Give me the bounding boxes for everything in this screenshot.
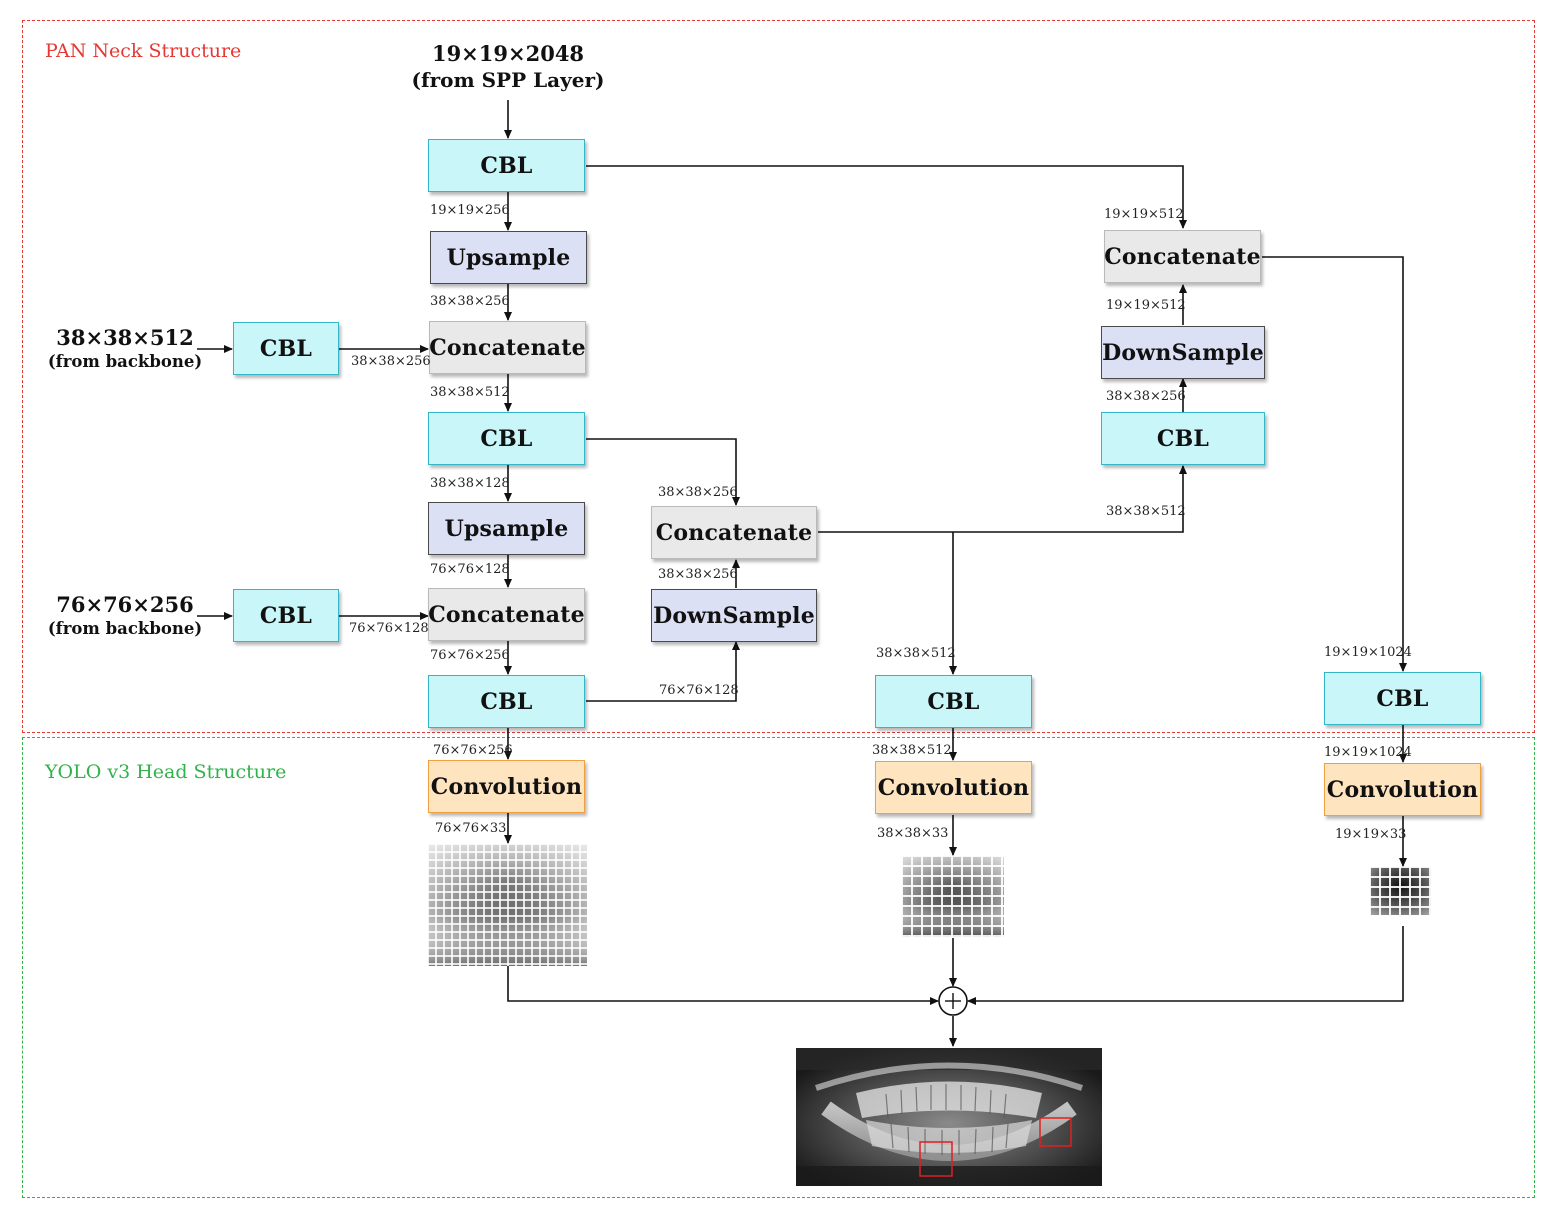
convolution-block: Convolution bbox=[428, 760, 585, 813]
input-backbone-76-source: (from backbone) bbox=[47, 619, 203, 639]
input-spp-source: (from SPP Layer) bbox=[411, 68, 605, 93]
dim-label: 19×19×1024 bbox=[1324, 745, 1412, 760]
pan-neck-region bbox=[22, 20, 1535, 733]
dental-xray-image bbox=[796, 1048, 1102, 1186]
feature-grid-image bbox=[902, 856, 1004, 937]
cbl-block: CBL bbox=[875, 675, 1032, 728]
dim-label: 19×19×256 bbox=[430, 203, 510, 218]
dim-label: 38×38×512 bbox=[430, 385, 510, 400]
cbl-block: CBL bbox=[1324, 672, 1481, 725]
concatenate-block: Concatenate bbox=[651, 506, 817, 559]
cbl-block: CBL bbox=[428, 139, 585, 192]
dim-label: 38×38×256 bbox=[1106, 389, 1186, 404]
dim-label: 76×76×256 bbox=[430, 648, 510, 663]
yolo-head-region bbox=[22, 737, 1535, 1198]
cbl-block: CBL bbox=[1101, 412, 1265, 465]
dim-label: 19×19×33 bbox=[1335, 827, 1407, 842]
dim-label: 76×76×128 bbox=[349, 621, 429, 636]
feature-grid-image bbox=[428, 844, 587, 966]
dim-label: 76×76×256 bbox=[433, 743, 513, 758]
concatenate-block: Concatenate bbox=[1104, 230, 1261, 283]
dim-label: 19×19×512 bbox=[1104, 207, 1184, 222]
dim-label: 76×76×128 bbox=[659, 683, 739, 698]
convolution-block: Convolution bbox=[1324, 763, 1481, 816]
yolo-head-title: YOLO v3 Head Structure bbox=[45, 761, 287, 783]
cbl-block: CBL bbox=[428, 675, 585, 728]
dim-label: 38×38×512 bbox=[876, 646, 956, 661]
concatenate-block: Concatenate bbox=[429, 321, 586, 374]
dim-label: 19×19×1024 bbox=[1324, 645, 1412, 660]
cbl-block: CBL bbox=[428, 412, 585, 465]
input-backbone-38-dims: 38×38×512 bbox=[56, 325, 194, 350]
input-backbone-38: 38×38×512 (from backbone) bbox=[40, 324, 210, 373]
dim-label: 76×76×33 bbox=[435, 821, 507, 836]
dim-label: 38×38×33 bbox=[877, 826, 949, 841]
upsample-block: Upsample bbox=[428, 502, 585, 555]
input-backbone-38-source: (from backbone) bbox=[47, 352, 203, 372]
input-backbone-76: 76×76×256 (from backbone) bbox=[40, 591, 210, 640]
downsample-block: DownSample bbox=[1101, 326, 1265, 379]
dim-label: 38×38×256 bbox=[658, 567, 738, 582]
dim-label: 38×38×512 bbox=[872, 743, 952, 758]
upsample-block: Upsample bbox=[430, 231, 587, 284]
dim-label: 38×38×256 bbox=[351, 354, 431, 369]
cbl-block: CBL bbox=[233, 589, 339, 642]
dim-label: 38×38×256 bbox=[658, 485, 738, 500]
dim-label: 38×38×512 bbox=[1106, 504, 1186, 519]
dim-label: 19×19×512 bbox=[1106, 298, 1186, 313]
input-spp-dims: 19×19×2048 bbox=[431, 41, 585, 66]
cbl-block: CBL bbox=[233, 322, 339, 375]
dim-label: 38×38×256 bbox=[430, 294, 510, 309]
input-spp: 19×19×2048 (from SPP Layer) bbox=[398, 40, 618, 93]
pan-neck-title: PAN Neck Structure bbox=[45, 40, 242, 62]
dim-label: 38×38×128 bbox=[430, 476, 510, 491]
sum-icon bbox=[938, 986, 968, 1016]
feature-grid-image bbox=[1370, 867, 1431, 915]
input-backbone-76-dims: 76×76×256 bbox=[56, 592, 194, 617]
convolution-block: Convolution bbox=[875, 761, 1032, 814]
dim-label: 76×76×128 bbox=[430, 562, 510, 577]
concatenate-block: Concatenate bbox=[428, 588, 585, 641]
downsample-block: DownSample bbox=[651, 589, 817, 642]
